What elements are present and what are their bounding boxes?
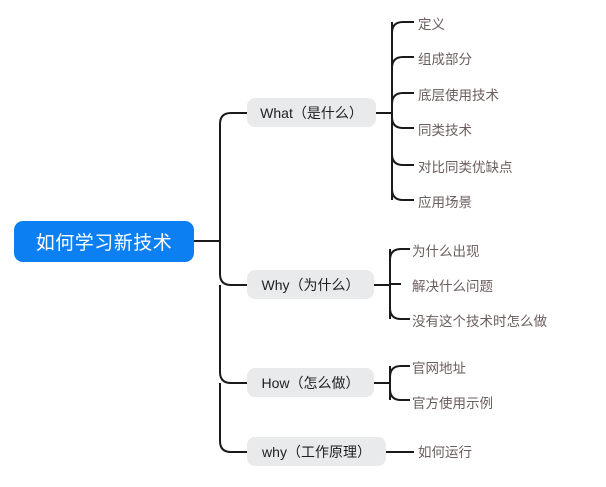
leaf-node-how-2-label: 官方使用示例 xyxy=(412,396,493,411)
leaf-node-what-1-label: 定义 xyxy=(418,17,445,32)
leaf-node-what-2-label: 组成部分 xyxy=(418,52,472,67)
link-root-to-what xyxy=(219,112,247,241)
branch-node-how[interactable]: How（怎么做） xyxy=(247,368,374,397)
root-node[interactable]: 如何学习新技术 xyxy=(14,221,194,262)
link-root-to-why-principle xyxy=(219,383,247,453)
leaf-node-why-reason-2-label: 解决什么问题 xyxy=(412,279,493,294)
leaf-node-what-4-label: 同类技术 xyxy=(418,123,472,138)
leaf-node-what-4[interactable]: 同类技术 xyxy=(418,119,472,139)
link-root-to-how xyxy=(219,285,247,384)
link-what-child-3 xyxy=(391,92,414,105)
leaf-node-what-2[interactable]: 组成部分 xyxy=(418,48,472,68)
leaf-node-what-6-label: 应用场景 xyxy=(418,195,472,210)
link-root-to-why-reason xyxy=(219,241,247,286)
leaf-node-what-5[interactable]: 对比同类优缺点 xyxy=(418,156,513,176)
branch-node-why-reason[interactable]: Why（为什么） xyxy=(247,270,374,299)
leaf-node-what-6[interactable]: 应用场景 xyxy=(418,191,472,211)
branch-node-what[interactable]: What（是什么） xyxy=(247,98,376,127)
link-whyreason-child-1 xyxy=(389,248,410,261)
leaf-node-why-reason-3[interactable]: 没有这个技术时怎么做 xyxy=(412,310,547,330)
leaf-node-what-3-label: 底层使用技术 xyxy=(418,88,499,103)
leaf-node-how-2[interactable]: 官方使用示例 xyxy=(412,392,493,412)
branch-node-what-label: What（是什么） xyxy=(260,104,363,121)
link-what-child-1 xyxy=(391,21,414,113)
leaf-node-what-3[interactable]: 底层使用技术 xyxy=(418,84,499,104)
link-what-child-5 xyxy=(391,128,414,166)
leaf-node-why-reason-2[interactable]: 解决什么问题 xyxy=(412,275,493,295)
link-whyreason-child-3 xyxy=(389,307,410,320)
leaf-node-what-1[interactable]: 定义 xyxy=(418,13,445,33)
branch-node-why-principle-label: why（工作原理） xyxy=(262,443,371,460)
leaf-node-why-reason-1[interactable]: 为什么出现 xyxy=(412,240,480,260)
link-what-child-4 xyxy=(391,113,414,129)
leaf-node-how-1-label: 官网地址 xyxy=(412,361,466,376)
branch-node-why-reason-label: Why（为什么） xyxy=(261,276,360,293)
branch-node-how-label: How（怎么做） xyxy=(261,374,360,391)
root-node-label: 如何学习新技术 xyxy=(35,233,173,254)
leaf-node-what-5-label: 对比同类优缺点 xyxy=(418,160,513,175)
leaf-node-how-1[interactable]: 官网地址 xyxy=(412,357,466,377)
leaf-node-why-principle-1[interactable]: 如何运行 xyxy=(418,441,472,461)
leaf-node-why-principle-1-label: 如何运行 xyxy=(418,445,472,460)
leaf-node-why-reason-3-label: 没有这个技术时怎么做 xyxy=(412,314,547,329)
link-how-child-1 xyxy=(389,365,410,378)
branch-node-why-principle[interactable]: why（工作原理） xyxy=(247,437,386,466)
leaf-node-why-reason-1-label: 为什么出现 xyxy=(412,244,480,259)
link-how-child-2 xyxy=(389,388,410,401)
link-what-child-6 xyxy=(391,165,414,201)
link-what-child-2 xyxy=(391,56,414,69)
